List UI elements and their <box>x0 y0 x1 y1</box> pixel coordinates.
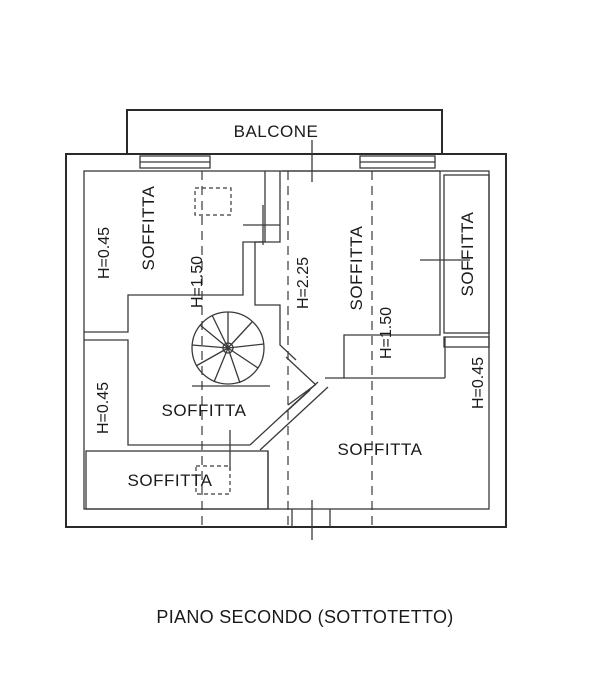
bottom-opening <box>291 500 331 540</box>
plan-caption: PIANO SECONDO (SOTTOTETTO) <box>156 607 454 627</box>
height-left-bottom: H=0.45 <box>95 382 112 434</box>
label-soffitta-right-bottom: SOFFITTA <box>338 440 423 459</box>
skylights <box>194 187 232 495</box>
room-stair <box>84 339 329 470</box>
room-left-bottom <box>85 450 269 510</box>
label-soffitta-right-strip: SOFFITTA <box>458 211 477 296</box>
room-center <box>254 170 470 379</box>
balcony <box>126 109 443 154</box>
top-windows <box>139 140 436 182</box>
label-soffitta-stair: SOFFITTA <box>162 401 247 420</box>
room-left-top <box>84 171 280 333</box>
height-left-top: H=0.45 <box>96 227 113 279</box>
spiral-staircase <box>191 311 270 387</box>
label-balcone: BALCONE <box>234 122 319 141</box>
height-left-mid: H=1.50 <box>189 256 206 308</box>
label-soffitta-left-bottom: SOFFITTA <box>128 471 213 490</box>
height-center: H=2.25 <box>295 257 312 309</box>
room-right-bottom <box>344 337 446 379</box>
height-center-right: H=1.50 <box>378 307 395 359</box>
label-soffitta-left-top: SOFFITTA <box>139 185 158 270</box>
height-right: H=0.45 <box>470 357 487 409</box>
label-soffitta-center-top: SOFFITTA <box>347 225 366 310</box>
room-right-strip <box>443 174 490 348</box>
